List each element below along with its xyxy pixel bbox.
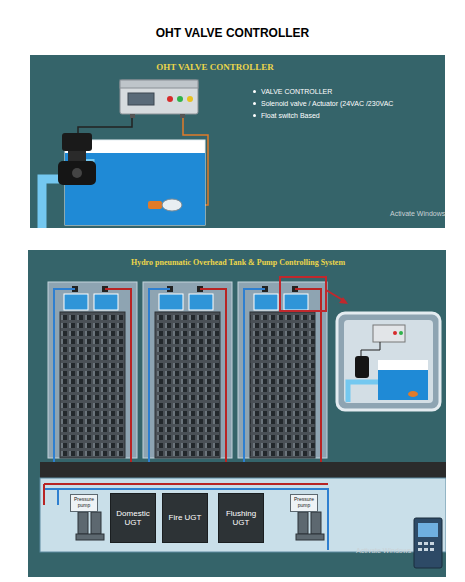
illustration-part <box>378 360 428 400</box>
illustration-part <box>54 289 75 462</box>
illustration-part <box>393 331 397 335</box>
illustration-part <box>430 542 434 545</box>
illustration-part <box>344 320 433 403</box>
tank-box: Fire UGT <box>162 493 208 543</box>
illustration-part <box>40 462 446 478</box>
illustration-part <box>128 93 154 105</box>
illustration-part <box>43 484 45 505</box>
illustration-part <box>424 542 428 545</box>
illustration-part <box>167 96 173 102</box>
watermark: Activate Windows <box>390 210 445 217</box>
illustration-part <box>284 294 308 310</box>
illustration-part <box>244 289 265 462</box>
panel-heading: OHT VALVE CONTROLLER <box>140 62 290 72</box>
oht-panel: OHT VALVE CONTROLLER VALVE CONTROLLER Sole… <box>30 55 445 228</box>
illustration-part <box>187 96 193 102</box>
illustration-part <box>418 548 422 551</box>
box-text: Flushing UGT <box>219 508 263 528</box>
bullet-text: VALVE CONTROLLER <box>252 87 446 96</box>
illustration-part <box>180 114 185 118</box>
illustration-part <box>408 391 418 397</box>
bullet-text: Solenoid valve / Actuator (24VAC /230VAC <box>252 99 446 108</box>
pump-label: Pressure pump <box>290 494 318 512</box>
illustration-part <box>44 489 328 550</box>
panel-heading: Hydro pneumatic Overhead Tank & Pump Con… <box>88 258 388 267</box>
illustration-part <box>254 294 278 310</box>
watermark: Activate Windows <box>356 547 411 554</box>
illustration-part <box>430 548 434 551</box>
box-text: Fire UGT <box>168 512 203 523</box>
illustration-part <box>120 80 198 114</box>
illustration-part <box>238 282 327 458</box>
tank-box: Flushing UGT <box>218 493 264 543</box>
illustration-part <box>148 201 162 209</box>
illustration-part <box>143 282 232 458</box>
illustration-part <box>72 168 82 178</box>
illustration-part <box>64 294 88 310</box>
illustration-part <box>94 294 118 310</box>
illustration-part <box>339 297 348 304</box>
illustration-part <box>57 489 59 505</box>
illustration-part <box>200 289 226 462</box>
illustration-part <box>361 342 380 356</box>
page-title: OHT VALVE CONTROLLER <box>0 26 465 40</box>
illustration-part <box>40 478 446 552</box>
illustration-part <box>78 118 132 133</box>
bullet-text: Float switch Based <box>252 111 446 120</box>
illustration-part <box>355 356 369 378</box>
illustration-part <box>105 289 321 462</box>
illustration-part <box>399 331 403 335</box>
illustration-part <box>91 512 101 534</box>
illustration-part <box>348 382 378 402</box>
hydro-panel: Hydro pneumatic Overhead Tank & Pump Con… <box>28 250 446 577</box>
illustration-part <box>162 199 182 211</box>
illustration-part <box>159 294 183 310</box>
illustration-part <box>44 483 328 485</box>
illustration-part <box>378 370 428 400</box>
illustration-part <box>418 542 434 551</box>
box-text: Pressure pump <box>71 496 97 510</box>
pump-label: Pressure pump <box>70 494 98 512</box>
illustration-part <box>58 161 96 185</box>
illustration-part <box>337 313 440 410</box>
tank-box: Domestic UGT <box>110 493 156 543</box>
illustration-part <box>54 289 265 462</box>
illustration-part <box>120 80 198 88</box>
box-text: Domestic UGT <box>111 508 155 528</box>
illustration-part <box>296 534 324 540</box>
illustration-part <box>78 512 88 534</box>
illustration-part <box>418 542 422 545</box>
illustration-part <box>76 534 104 540</box>
box-text: Pressure pump <box>291 496 317 510</box>
illustration-part <box>68 151 86 161</box>
illustration-part <box>62 133 92 151</box>
illustration-part <box>48 282 137 458</box>
illustration-part <box>418 523 438 537</box>
illustration-part <box>414 518 442 568</box>
illustration-part <box>311 512 321 534</box>
illustration-part <box>250 312 315 458</box>
illustration-part <box>280 277 326 311</box>
illustration-part <box>130 114 135 118</box>
illustration-part <box>155 312 220 458</box>
illustration-part <box>60 312 125 458</box>
illustration-part <box>373 325 405 342</box>
illustration-part <box>189 294 213 310</box>
illustration-part <box>177 96 183 102</box>
illustration-part <box>149 289 170 462</box>
illustration-part <box>424 548 428 551</box>
illustration-part <box>298 512 308 534</box>
illustration-part <box>105 289 131 462</box>
oht-illustration <box>30 55 445 228</box>
illustration-part <box>295 289 321 462</box>
